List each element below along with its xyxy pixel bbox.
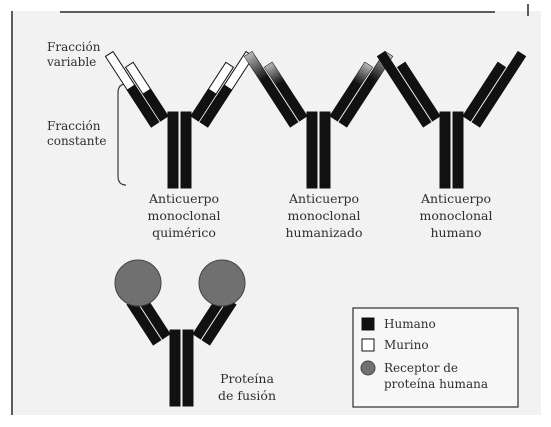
- humanized-caption-line2: monoclonal: [288, 208, 361, 223]
- human-caption-line3: humano: [431, 225, 482, 240]
- humanized-caption-line3: humanizado: [285, 225, 362, 240]
- humanized-stem-right: [320, 112, 330, 188]
- constant-fraction-label-line2: constante: [47, 134, 106, 148]
- chimeric-antibody: [105, 46, 253, 188]
- legend: Humano Murino Receptor de proteína human…: [353, 308, 518, 407]
- variable-fraction-label-line2: variable: [46, 55, 96, 69]
- human-caption-line2: monoclonal: [420, 208, 493, 223]
- human-caption: Anticuerpo monoclonal humano: [420, 191, 493, 240]
- legend-swatch-human: [362, 318, 374, 330]
- chimeric-stem-right: [181, 112, 191, 188]
- fusion-stem-left: [170, 330, 180, 406]
- humanized-antibody: [244, 46, 392, 188]
- constant-fraction-bracket: [118, 84, 126, 185]
- legend-label-human: Humano: [384, 317, 436, 331]
- legend-swatch-murine: [362, 339, 374, 351]
- chimeric-caption-line1: Anticuerpo: [148, 191, 219, 206]
- human-caption-line1: Anticuerpo: [420, 191, 491, 206]
- variable-fraction-label-line1: Fracción: [47, 40, 101, 54]
- constant-fraction-label-line1: Fracción: [47, 119, 101, 133]
- fusion-stem-right: [183, 330, 193, 406]
- legend-swatch-receptor: [361, 361, 375, 375]
- legend-label-receptor-line2: proteína humana: [384, 377, 488, 391]
- chimeric-caption-line3: quimérico: [152, 225, 216, 240]
- humanized-stem-left: [307, 112, 317, 188]
- fusion-caption-line2: de fusión: [218, 388, 276, 403]
- human-antibody: [377, 46, 525, 188]
- fusion-caption-line1: Proteína: [220, 371, 274, 386]
- chimeric-stem-left: [168, 112, 178, 188]
- fusion-receptor-left: [115, 260, 161, 306]
- human-stem-left: [440, 112, 450, 188]
- legend-label-murine: Murino: [384, 338, 429, 352]
- chimeric-caption-line2: monoclonal: [148, 208, 221, 223]
- fusion-receptor-right: [199, 260, 245, 306]
- human-stem-right: [453, 112, 463, 188]
- humanized-caption-line1: Anticuerpo: [288, 191, 359, 206]
- chimeric-caption: Anticuerpo monoclonal quimérico: [148, 191, 221, 240]
- humanized-caption: Anticuerpo monoclonal humanizado: [285, 191, 362, 240]
- legend-label-receptor-line1: Receptor de: [384, 361, 458, 375]
